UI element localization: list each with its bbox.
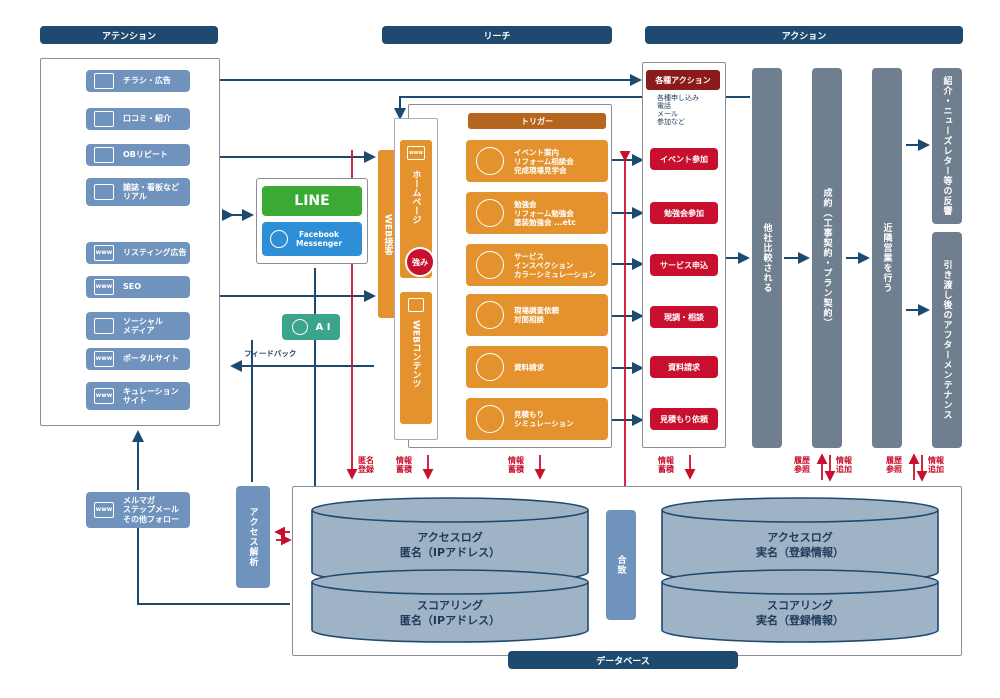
db-scoring-anonymous: スコアリング 匿名（IPアドレス） [399, 599, 501, 627]
stage-compare: 他社比較される [752, 68, 782, 448]
web-contents-bar: WEBコンテンツ [400, 292, 432, 424]
attention-item: ソーシャル メディア [86, 312, 190, 340]
web-contents-label: WEBコンテンツ [410, 320, 421, 388]
label-info-add: 情報 追加 [836, 456, 852, 474]
attention-item-label: OBリピート [123, 150, 168, 160]
trigger-item: 現場調査依頼 対面相談 [466, 294, 608, 336]
followup-box: www メルマガ ステップメール その他フォロー [86, 492, 190, 528]
label-info-add: 情報 追加 [928, 456, 944, 474]
attention-item: www リスティング広告 [86, 242, 190, 264]
attention-item: 雑誌・看板など リアル [86, 178, 190, 206]
stage-contract: 成約（工事契約・プラン契約） [812, 68, 842, 448]
db-scoring-real: スコアリング 実名（登録情報） [756, 599, 844, 627]
label-info-store: 情報 蓄積 [508, 456, 524, 474]
messenger-label: Facebook Messenger [296, 230, 343, 248]
trigger-label: サービス インスペクション カラーシミュレーション [514, 251, 597, 279]
trigger-label: 見積もり シミュレーション [514, 410, 574, 428]
header-action: アクション [645, 26, 963, 44]
web-icon: www [94, 388, 114, 404]
trigger-label: 勉強会 リフォーム勉強会 塗装勉強会 ...etc [514, 199, 576, 227]
attention-item-label: 雑誌・看板など リアル [123, 182, 179, 201]
trigger-label: イベント案内 リフォーム相談会 完成現場見学会 [514, 147, 574, 175]
attention-item-label: ソーシャル メディア [123, 316, 163, 335]
seminar-icon [476, 199, 504, 227]
actions-title: 各種アクション [646, 70, 720, 90]
access-analysis-bar: アクセス解析 [236, 486, 270, 588]
trigger-title: トリガー [468, 113, 606, 129]
attention-item-label: ポータルサイト [123, 354, 179, 364]
web-icon: www [407, 146, 425, 160]
trigger-item: サービス インスペクション カラーシミュレーション [466, 244, 608, 286]
web-icon: www [94, 502, 114, 518]
label-history-ref: 履歴 参照 [886, 456, 902, 474]
trigger-item: 見積もり シミュレーション [466, 398, 608, 440]
attention-item-label: チラシ・広告 [123, 76, 171, 86]
followup-label: メルマガ ステップメール その他フォロー [123, 496, 179, 524]
label-info-store: 情報 蓄積 [658, 456, 674, 474]
flyer-icon [94, 73, 114, 89]
trigger-item: 勉強会 リフォーム勉強会 塗装勉強会 ...etc [466, 192, 608, 234]
magnifier-icon [476, 251, 504, 279]
trigger-item: イベント案内 リフォーム相談会 完成現場見学会 [466, 140, 608, 182]
label-anon-registration: 匿名 登録 [358, 456, 374, 474]
content-icon [408, 298, 424, 312]
trigger-item: 資料請求 [466, 346, 608, 388]
web-reception-bar: WEB接客 [378, 150, 398, 318]
ai-box: A I [282, 314, 340, 340]
attention-item-label: SEO [123, 282, 142, 292]
book-icon [476, 353, 504, 381]
trigger-label: 現場調査依頼 対面相談 [514, 306, 559, 324]
label-history-ref: 履歴 参照 [794, 456, 810, 474]
people-icon [94, 147, 114, 163]
feedback-label: フィードバック [244, 349, 297, 358]
strength-badge: 強み [405, 247, 435, 277]
event-icon [476, 147, 504, 175]
facebook-messenger-button: Facebook Messenger [262, 222, 362, 256]
action-item: 見積もり依頼 [650, 408, 718, 430]
header-database: データベース [508, 651, 738, 669]
trigger-label: 資料請求 [514, 362, 544, 372]
stage-neighbor-sales: 近隣営業を行う [872, 68, 902, 448]
header-attention: アテンション [40, 26, 218, 44]
db-access-log-anonymous: アクセスログ 匿名（IPアドレス） [399, 531, 501, 559]
thumbs-up-icon [94, 318, 114, 334]
label-info-store: 情報 蓄積 [396, 456, 412, 474]
action-item: サービス申込 [650, 254, 718, 276]
header-reach: リーチ [382, 26, 612, 44]
web-icon: www [94, 351, 114, 367]
line-button: LINE [262, 186, 362, 216]
action-item: 現調・相談 [650, 306, 718, 328]
speech-bubble-icon [94, 111, 114, 127]
attention-item: 口コミ・紹介 [86, 108, 190, 130]
merge-bar: 合致 [606, 510, 636, 620]
attention-item-label: キュレーション サイト [123, 386, 179, 405]
web-icon: www [94, 279, 114, 295]
clipboard-icon [476, 301, 504, 329]
attention-item: www ポータルサイト [86, 348, 190, 370]
calculator-icon [476, 405, 504, 433]
action-item: 資料請求 [650, 356, 718, 378]
homepage-label: ホームページ [410, 170, 421, 224]
result-referral: 紹介・ニューズレター等の反響 [932, 68, 962, 224]
action-item: 勉強会参加 [650, 202, 718, 224]
result-after-maintenance: 引き渡し後のアフターメンテナンス [932, 232, 962, 448]
attention-item: OBリピート [86, 144, 190, 166]
book-icon [94, 184, 114, 200]
web-icon: www [94, 245, 114, 261]
action-item: イベント参加 [650, 148, 718, 170]
attention-item: チラシ・広告 [86, 70, 190, 92]
attention-item: www SEO [86, 276, 190, 298]
attention-item: www キュレーション サイト [86, 382, 190, 410]
attention-item-label: 口コミ・紹介 [123, 114, 171, 124]
attention-item-label: リスティング広告 [123, 248, 187, 258]
actions-sub: 各種申し込み 電話 メール 参加など [657, 94, 699, 127]
ai-label: A I [315, 321, 331, 333]
ai-head-icon [291, 319, 308, 335]
messenger-icon [270, 230, 288, 248]
db-access-log-real: アクセスログ 実名（登録情報） [756, 531, 844, 559]
